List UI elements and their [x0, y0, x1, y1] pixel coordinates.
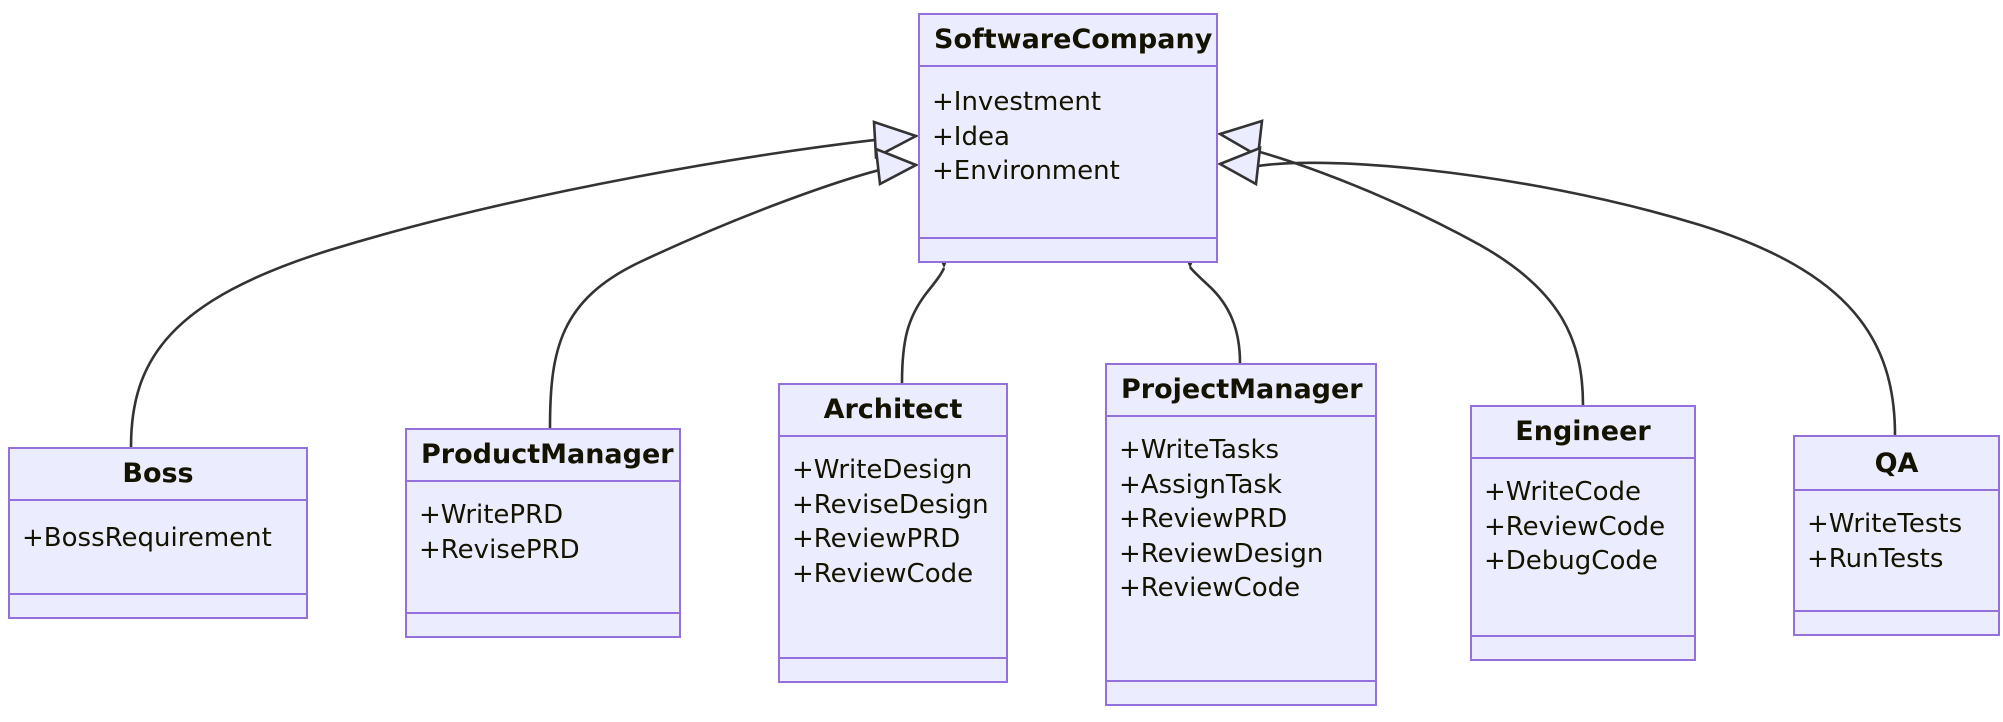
- class-title: Engineer: [1472, 407, 1694, 460]
- attribute-row: +ReviewDesign: [1119, 538, 1324, 569]
- uml-class-projectmanager[interactable]: ProjectManager +WriteTasks +AssignTask +…: [1105, 363, 1377, 706]
- class-methods: [920, 239, 1216, 261]
- uml-class-architect[interactable]: Architect +WriteDesign +ReviseDesign +Re…: [778, 383, 1008, 683]
- uml-class-productmanager[interactable]: ProductManager +WritePRD +RevisePRD: [405, 428, 681, 638]
- attribute-row: +ReviewCode: [792, 558, 974, 589]
- class-methods: [1107, 682, 1375, 704]
- inheritance-arrowhead-engineer: [1216, 119, 1264, 159]
- class-methods: [780, 659, 1006, 681]
- class-methods: [1472, 637, 1694, 659]
- class-title: SoftwareCompany: [920, 15, 1216, 68]
- attribute-row: +ReviewCode: [1484, 511, 1666, 542]
- edge-architect: [900, 267, 946, 384]
- uml-class-boss[interactable]: Boss +BossRequirement: [8, 447, 308, 619]
- inheritance-arrowhead-productmanager: [874, 146, 920, 187]
- inheritance-arrowhead-boss: [872, 120, 920, 160]
- attribute-row: +RunTests: [1807, 543, 1944, 574]
- edge-projectmanager: [1188, 266, 1242, 364]
- class-attributes: +Investment +Idea +Environment: [920, 67, 1216, 239]
- attribute-row: +ReviewPRD: [792, 524, 961, 555]
- uml-class-qa[interactable]: QA +WriteTests +RunTests: [1793, 435, 2000, 636]
- attribute-row: +WriteTasks: [1119, 435, 1280, 466]
- class-attributes: +WriteCode +ReviewCode +DebugCode: [1472, 459, 1694, 637]
- uml-class-softwarecompany[interactable]: SoftwareCompany +Investment +Idea +Envir…: [918, 13, 1218, 263]
- class-title: ProjectManager: [1107, 365, 1375, 418]
- attribute-row: +Investment: [932, 87, 1102, 118]
- attribute-row: +ReviewCode: [1119, 573, 1301, 604]
- attribute-row: +ReviseDesign: [792, 489, 989, 520]
- class-attributes: +WriteDesign +ReviseDesign +ReviewPRD +R…: [780, 437, 1006, 659]
- attribute-row: +WritePRD: [419, 500, 564, 531]
- uml-class-engineer[interactable]: Engineer +WriteCode +ReviewCode +DebugCo…: [1470, 405, 1696, 661]
- inheritance-arrowhead-qa: [1216, 145, 1262, 187]
- attribute-row: +Environment: [932, 156, 1120, 187]
- attribute-row: +AssignTask: [1119, 469, 1282, 500]
- attribute-row: +RevisePRD: [419, 534, 580, 565]
- attribute-row: +WriteDesign: [792, 455, 973, 486]
- class-title: Architect: [780, 385, 1006, 438]
- class-attributes: +WriteTasks +AssignTask +ReviewPRD +Revi…: [1107, 417, 1375, 682]
- class-methods: [10, 595, 306, 617]
- class-attributes: +WriteTests +RunTests: [1795, 491, 1998, 612]
- attribute-row: +ReviewPRD: [1119, 504, 1288, 535]
- attribute-row: +Idea: [932, 121, 1010, 152]
- class-title: QA: [1795, 437, 1998, 492]
- class-methods: [1795, 612, 1998, 634]
- attribute-row: +BossRequirement: [22, 523, 272, 554]
- class-methods: [407, 614, 679, 636]
- class-attributes: +WritePRD +RevisePRD: [407, 482, 679, 614]
- attribute-row: +WriteTests: [1807, 509, 1963, 540]
- attribute-row: +DebugCode: [1484, 546, 1658, 577]
- class-title: ProductManager: [407, 430, 679, 483]
- class-title: Boss: [10, 449, 306, 502]
- attribute-row: +WriteCode: [1484, 477, 1641, 508]
- class-attributes: +BossRequirement: [10, 501, 306, 595]
